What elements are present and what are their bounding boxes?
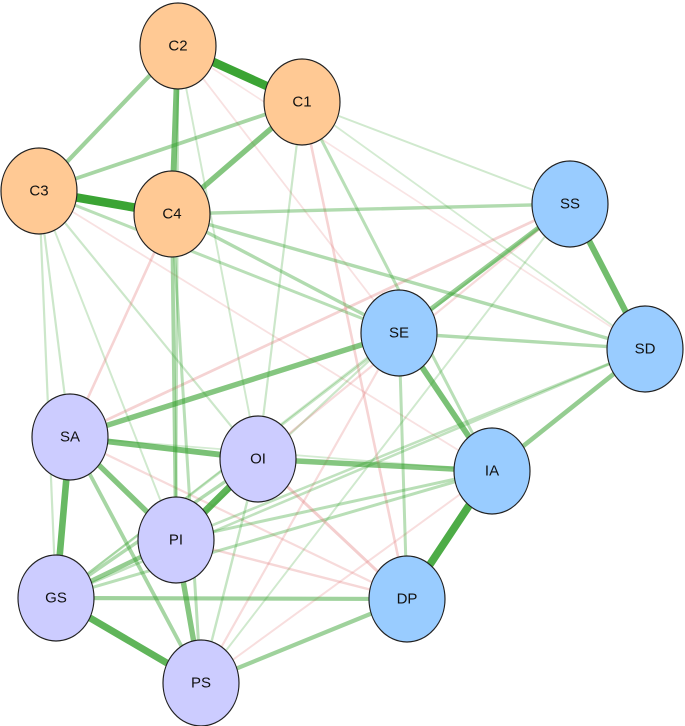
node-label-gs: GS [45, 590, 67, 607]
node-circle-sd [606, 305, 684, 393]
edge-c2-oi [177, 45, 259, 460]
node-pi: PI [137, 496, 215, 584]
edge-pi-ia [174, 469, 494, 542]
node-circle-gs [17, 554, 95, 642]
node-label-dp: DP [397, 591, 418, 608]
node-circle-c4 [133, 170, 211, 258]
edge-c1-c3 [37, 100, 304, 193]
edge-c2-se [177, 45, 400, 334]
node-label-c2: C2 [168, 38, 187, 55]
edge-pi-dp [174, 538, 409, 601]
node-c1: C1 [263, 58, 341, 146]
node-circle-c2 [139, 2, 217, 90]
node-circle-c3 [0, 147, 78, 235]
node-sa: SA [31, 393, 109, 481]
node-c3: C3 [0, 147, 78, 235]
node-label-pi: PI [169, 532, 183, 549]
edge-c3-pi [38, 190, 177, 541]
edge-layer [34, 41, 649, 687]
edge-c1-dp [300, 100, 409, 601]
node-dp: DP [368, 555, 446, 643]
node-c4: C4 [133, 170, 211, 258]
node-label-sd: SD [635, 341, 656, 358]
node-se: SE [360, 289, 438, 377]
node-oi: OI [219, 415, 297, 503]
edge-c4-se [170, 212, 401, 335]
node-circle-c1 [263, 58, 341, 146]
node-circle-ia [453, 427, 531, 515]
node-circle-ps [162, 639, 240, 726]
edge-ss-ps [200, 203, 571, 684]
node-ss: SS [531, 160, 609, 248]
edge-c4-pi [170, 212, 178, 542]
edge-ss-sa [68, 202, 572, 439]
node-label-oi: OI [250, 451, 266, 468]
node-circle-se [360, 289, 438, 377]
node-label-c4: C4 [162, 206, 181, 223]
node-label-ia: IA [485, 463, 499, 480]
node-label-se: SE [389, 325, 409, 342]
edge-c1-ss [301, 101, 571, 205]
edge-c3-gs [37, 189, 58, 600]
node-sd: SD [606, 305, 684, 393]
edge-ia-ps [200, 470, 493, 684]
edge-c3-se [37, 189, 401, 335]
node-label-ps: PS [191, 675, 211, 692]
edge-c4-ss [170, 202, 572, 216]
edge-c1-oi [256, 100, 304, 461]
edge-c3-ia [38, 190, 493, 472]
node-gs: GS [17, 554, 95, 642]
node-label-sa: SA [60, 429, 80, 446]
node-circle-oi [219, 415, 297, 503]
node-circle-sa [31, 393, 109, 481]
edge-gs-dp [53, 595, 410, 602]
edge-se-sd [397, 331, 647, 351]
node-ia: IA [453, 427, 531, 515]
node-ps: PS [162, 639, 240, 726]
edge-se-ps [199, 331, 401, 685]
edge-se-sa [67, 330, 402, 440]
node-label-ss: SS [560, 196, 580, 213]
edge-sd-pi [174, 347, 647, 542]
edge-c1-ia [300, 100, 494, 473]
node-label-c3: C3 [29, 183, 48, 200]
edge-c2-sd [177, 45, 646, 350]
edge-gs-ia [54, 469, 494, 600]
node-c2: C2 [139, 2, 217, 90]
node-circle-ss [531, 160, 609, 248]
node-label-c1: C1 [292, 94, 311, 111]
edge-c3-oi [37, 189, 260, 461]
edge-sa-dp [68, 435, 409, 601]
edge-c4-sd [170, 212, 647, 351]
node-circle-pi [137, 496, 215, 584]
node-circle-dp [368, 555, 446, 643]
edge-oi-ia [255, 456, 495, 474]
edge-c1-sd [301, 101, 646, 350]
